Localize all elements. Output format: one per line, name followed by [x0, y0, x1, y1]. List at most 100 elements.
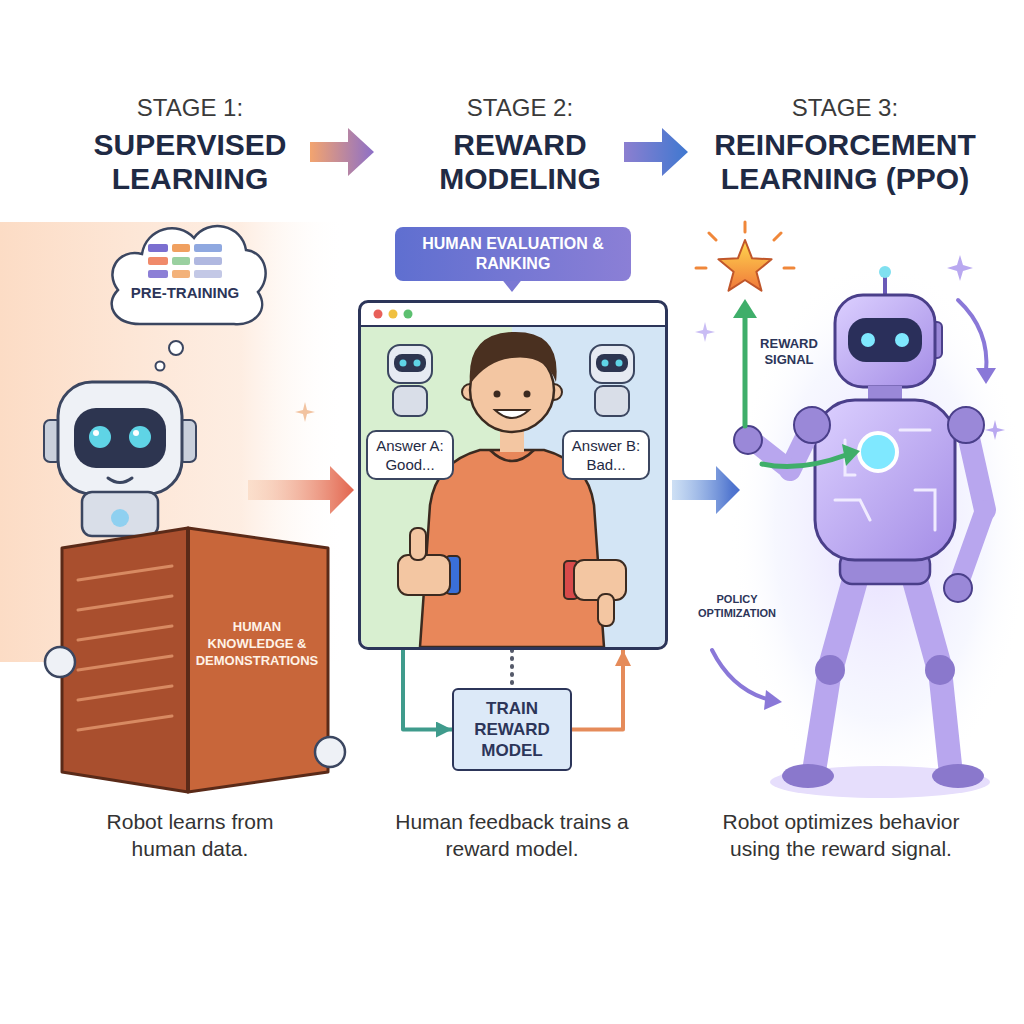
- answer-text: Answer A: Good...: [373, 436, 447, 474]
- book-title: HUMAN KNOWLEDGE & DEMONSTRATIONS: [193, 618, 321, 669]
- thought-cloud: PRE-TRAINING: [100, 212, 270, 337]
- optimizing-robot: [883, 276, 887, 296]
- label-holder: SUPERVISED LEARNING: [40, 128, 340, 196]
- stage-title: SUPERVISED LEARNING: [40, 128, 340, 196]
- small-robots: [400, 360, 407, 367]
- motion-arrows: [295, 255, 1005, 710]
- heading-holder: HUMAN EVALUATION & RANKING: [361, 227, 665, 281]
- human-evaluator: [598, 594, 614, 626]
- human-evaluator: [410, 528, 426, 560]
- motion-arrows: [958, 300, 986, 372]
- learning-robot: [111, 509, 129, 527]
- motion-arrows: [985, 420, 1005, 440]
- answer-bubble: Answer B: Bad...: [562, 430, 650, 480]
- human-evaluator: [495, 410, 529, 418]
- learning-robot: [74, 408, 166, 468]
- window-screen: [389, 310, 398, 319]
- knowledge-book: [45, 647, 75, 677]
- reward-star: [696, 222, 860, 467]
- data-bar: [148, 270, 168, 278]
- label-holder: Robot learns from human data.: [85, 808, 295, 862]
- window-screen: [361, 303, 665, 647]
- knowledge-book: [315, 737, 345, 767]
- human-evaluator: [524, 391, 531, 398]
- label-holder: Robot optimizes behavior using the rewar…: [705, 808, 977, 862]
- evaluation-window: HUMAN EVALUATION & RANKINGAnswer A: Good…: [358, 300, 668, 650]
- optimizing-robot: [815, 655, 845, 685]
- heading-tag: HUMAN EVALUATION & RANKING: [395, 227, 631, 281]
- motion-arrows: [295, 402, 315, 422]
- data-bar: [194, 244, 222, 252]
- data-bar: [172, 257, 190, 265]
- optimizing-robot: [948, 407, 984, 443]
- label-holder: REINFORCEMENT LEARNING (PPO): [685, 128, 1005, 196]
- human-evaluator: [398, 332, 626, 647]
- data-bar: [148, 257, 168, 265]
- motion-arrows: [695, 322, 715, 342]
- small-robots: [393, 386, 427, 416]
- small-robots: [590, 345, 634, 383]
- label-holder: REWARD MODELING: [370, 128, 670, 196]
- knowledge-book: [188, 528, 328, 792]
- motion-arrows: [712, 650, 770, 700]
- reward-star: [718, 240, 771, 291]
- window-screen: [374, 310, 383, 319]
- signal-label: REWARD SIGNAL: [752, 336, 826, 368]
- reward-star: [743, 314, 748, 426]
- label-holder: STAGE 1:: [40, 94, 340, 122]
- optimizing-robot: [879, 266, 891, 278]
- answer-text: Answer B: Bad...: [569, 436, 643, 474]
- small-robots: [595, 386, 629, 416]
- process-box: TRAIN REWARD MODEL: [452, 688, 572, 771]
- stage-number: STAGE 1:: [40, 94, 340, 122]
- learning-robot: [82, 492, 158, 536]
- small-robots: [602, 360, 609, 367]
- window-screen: [404, 310, 413, 319]
- book-cover: HUMAN KNOWLEDGE & DEMONSTRATIONS: [189, 568, 325, 718]
- learning-robot: [133, 430, 139, 436]
- small-robots: [394, 354, 426, 372]
- data-bar: [194, 270, 222, 278]
- label-holder: STAGE 2:: [370, 94, 670, 122]
- thought-bubbles: [156, 362, 165, 371]
- motion-arrows: [976, 368, 996, 384]
- learning-robot: [129, 426, 151, 448]
- window-screen: [361, 325, 665, 327]
- optimizing-robot: [734, 426, 762, 454]
- optimizing-robot: [794, 407, 830, 443]
- optimizing-robot: [960, 510, 985, 580]
- optimizing-robot: [944, 574, 972, 602]
- cloud-text: PRE-TRAINING: [100, 284, 270, 302]
- answer-bubble: Answer A: Good...: [366, 430, 454, 480]
- label-holder: Human feedback trains a reward model.: [394, 808, 630, 862]
- stage-number: STAGE 3:: [685, 94, 1005, 122]
- human-evaluator: [490, 450, 534, 461]
- knowledge-book: [45, 528, 345, 792]
- optimizing-robot: [859, 433, 897, 471]
- small-robots: [616, 360, 623, 367]
- stage-title: REWARD MODELING: [370, 128, 670, 196]
- optimizing-robot: [815, 400, 955, 560]
- stage-arrows: [624, 128, 688, 176]
- reward-star: [733, 299, 757, 318]
- learning-robot: [58, 382, 182, 494]
- knowledge-book: [62, 528, 188, 792]
- stage-title: REINFORCEMENT LEARNING (PPO): [685, 128, 1005, 196]
- small-robots: [596, 354, 628, 372]
- human-evaluator: [398, 555, 450, 595]
- human-evaluator: [494, 391, 501, 398]
- flow-arrow: [672, 466, 740, 514]
- small-robots: [414, 360, 421, 367]
- learning-robot: [89, 426, 111, 448]
- label-holder: REWARD SIGNAL: [752, 336, 826, 368]
- knowledge-book: [186, 528, 190, 792]
- data-bar: [194, 257, 222, 265]
- knowledge-book: [78, 566, 172, 730]
- reward-star: [842, 444, 860, 466]
- label-holder: STAGE 3:: [685, 94, 1005, 122]
- process-label: POLICY OPTIMIZATION: [680, 592, 794, 620]
- learning-robot: [93, 430, 99, 436]
- optimizing-robot: [848, 318, 922, 362]
- learning-robot: [44, 382, 196, 536]
